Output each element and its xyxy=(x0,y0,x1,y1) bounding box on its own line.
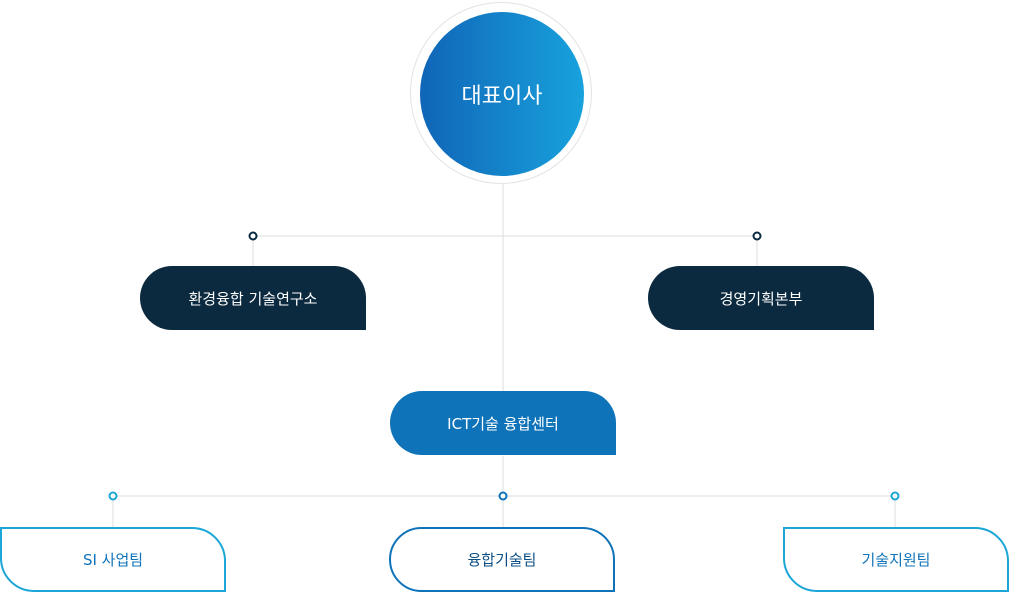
lab-label: 환경융합 기술연구소 xyxy=(188,289,318,308)
support-team-label: 기술지원팀 xyxy=(861,551,931,569)
ict-center-label: ICT기술 융합센터 xyxy=(447,414,559,433)
lab-node-dot xyxy=(248,231,258,241)
support-node-dot xyxy=(890,491,900,501)
si-team-node: SI 사업팀 xyxy=(0,527,226,592)
planning-label: 경영기획본부 xyxy=(719,289,803,308)
si-team-label: SI 사업팀 xyxy=(82,551,144,569)
ict-center-node: ICT기술 융합센터 xyxy=(390,391,616,455)
ceo-node: 대표이사 xyxy=(420,12,584,176)
planning-node: 경영기획본부 xyxy=(648,266,874,330)
fusion-node-dot xyxy=(498,491,508,501)
ceo-label: 대표이사 xyxy=(461,84,543,109)
fusion-team-label: 융합기술팀 xyxy=(467,551,537,569)
fusion-team-node: 융합기술팀 xyxy=(389,527,615,592)
si-node-dot xyxy=(108,491,118,501)
lab-node: 환경융합 기술연구소 xyxy=(140,266,366,330)
support-team-node: 기술지원팀 xyxy=(783,527,1009,592)
planning-node-dot xyxy=(752,231,762,241)
